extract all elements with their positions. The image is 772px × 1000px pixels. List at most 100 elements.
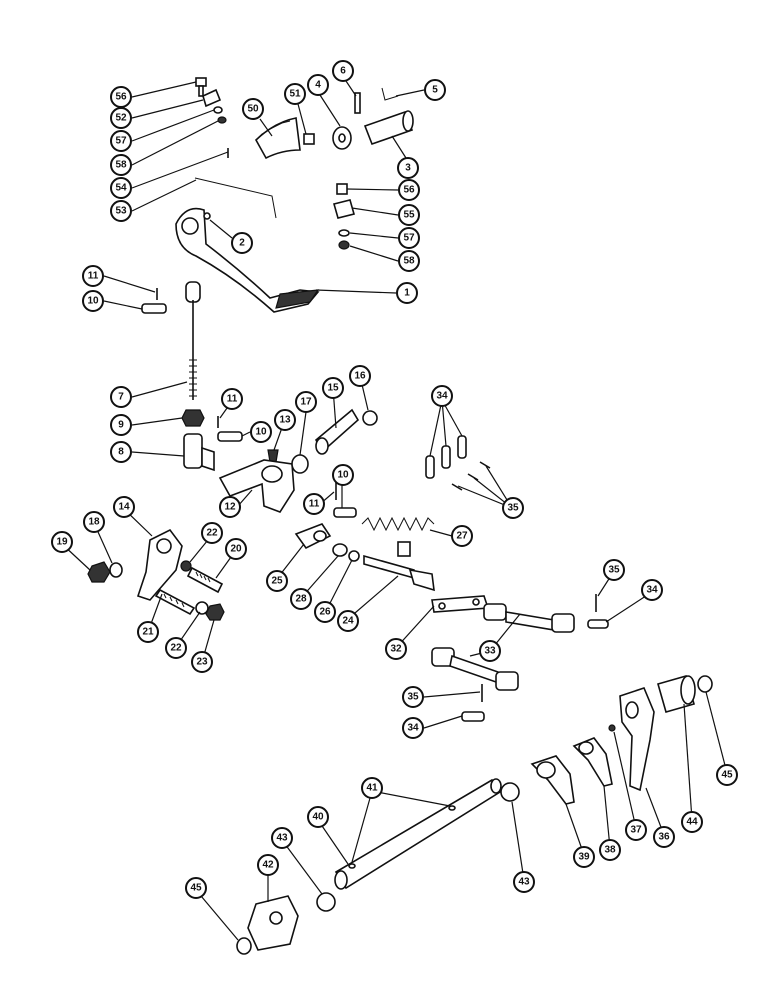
bracket-42 [247,895,299,951]
svg-text:11: 11 [309,499,320,510]
clevis-25 [294,523,332,550]
svg-text:51: 51 [289,89,301,100]
callout-33: 33 [479,640,501,662]
svg-text:25: 25 [271,576,283,587]
key-slot-41b [448,805,456,811]
callout-2: 2 [231,232,253,254]
svg-text:3: 3 [405,163,411,174]
callout-21: 21 [137,621,159,643]
svg-text:26: 26 [319,607,331,618]
callout-27: 27 [451,525,473,547]
svg-text:57: 57 [115,136,127,147]
callout-20: 20 [225,538,247,560]
svg-text:39: 39 [578,852,590,863]
svg-text:43: 43 [276,833,288,844]
callout-18: 18 [83,511,105,533]
svg-text:8: 8 [118,447,124,458]
svg-text:11: 11 [88,271,99,282]
svg-text:10: 10 [87,296,99,307]
svg-text:53: 53 [115,206,127,217]
callout-35-right: 35 [603,559,625,581]
callout-4: 4 [307,74,329,96]
rod-33-lower [431,647,519,691]
svg-text:19: 19 [56,537,68,548]
callout-1: 1 [396,282,418,304]
callout-58-right: 58 [398,250,420,272]
ring-45-right [697,675,713,693]
link-32 [431,595,490,613]
callout-11-mid: 11 [221,388,243,410]
svg-text:55: 55 [403,210,415,221]
pin-6 [354,92,361,114]
stud-21 [154,588,196,616]
svg-text:22: 22 [170,643,182,654]
svg-text:27: 27 [456,531,468,542]
ring-26 [348,550,360,562]
callout-57-right: 57 [398,227,420,249]
nut-58-top [217,116,227,124]
washer-57-top [213,106,223,114]
pin-10-lower [333,507,357,518]
callout-5: 5 [424,79,446,101]
rod-53 [194,177,277,219]
callout-58-top: 58 [110,154,132,176]
svg-text:32: 32 [390,644,402,655]
washer-43-left [316,892,336,912]
shaft-3 [363,110,414,146]
svg-text:7: 7 [118,392,124,403]
callout-15: 15 [322,377,344,399]
pin-5 [381,87,399,101]
callout-52: 52 [110,107,132,129]
callout-8: 8 [110,441,132,463]
washer-57-right [338,229,350,237]
callout-19: 19 [51,531,73,553]
callout-45-left: 45 [185,877,207,899]
lever-12 [218,459,295,513]
callout-51: 51 [284,83,306,105]
washer-22-upper [180,560,192,572]
bolt-56-top [195,77,207,97]
svg-text:18: 18 [88,517,100,528]
nut-9 [181,409,205,427]
callout-43-right: 43 [513,871,535,893]
svg-text:23: 23 [196,657,208,668]
nut-19 [87,561,111,583]
ring-16 [362,410,378,426]
bolts-34-cluster [425,435,467,479]
svg-text:35: 35 [407,692,419,703]
spring-27 [361,516,435,532]
ring-37 [608,724,616,732]
leader-lines [61,80,728,941]
svg-text:17: 17 [300,397,312,408]
washer-17 [291,454,309,474]
callout-34-lower: 34 [402,717,424,739]
svg-text:35: 35 [507,503,519,514]
svg-text:45: 45 [190,883,202,894]
svg-text:38: 38 [604,845,616,856]
svg-text:58: 58 [115,160,127,171]
callout-53: 53 [110,200,132,222]
svg-text:36: 36 [658,832,670,843]
washer-18 [109,562,123,578]
svg-text:13: 13 [279,415,291,426]
quadrant-50 [254,117,301,160]
svg-text:56: 56 [115,92,127,103]
rod-24 [363,541,435,592]
ring-2 [203,212,211,220]
svg-text:43: 43 [518,877,530,888]
svg-text:56: 56 [403,185,415,196]
svg-text:41: 41 [366,783,378,794]
svg-text:14: 14 [118,502,130,513]
callout-3: 3 [397,157,419,179]
callout-6: 6 [332,60,354,82]
washer-4-hole [338,133,346,143]
callout-28: 28 [290,588,312,610]
callout-22-lower: 22 [165,637,187,659]
callout-7: 7 [110,386,132,408]
svg-text:4: 4 [315,80,321,91]
callout-56-right: 56 [398,179,420,201]
callout-10-top: 10 [82,290,104,312]
svg-text:15: 15 [327,383,339,394]
bolt-34-lower [461,711,485,722]
